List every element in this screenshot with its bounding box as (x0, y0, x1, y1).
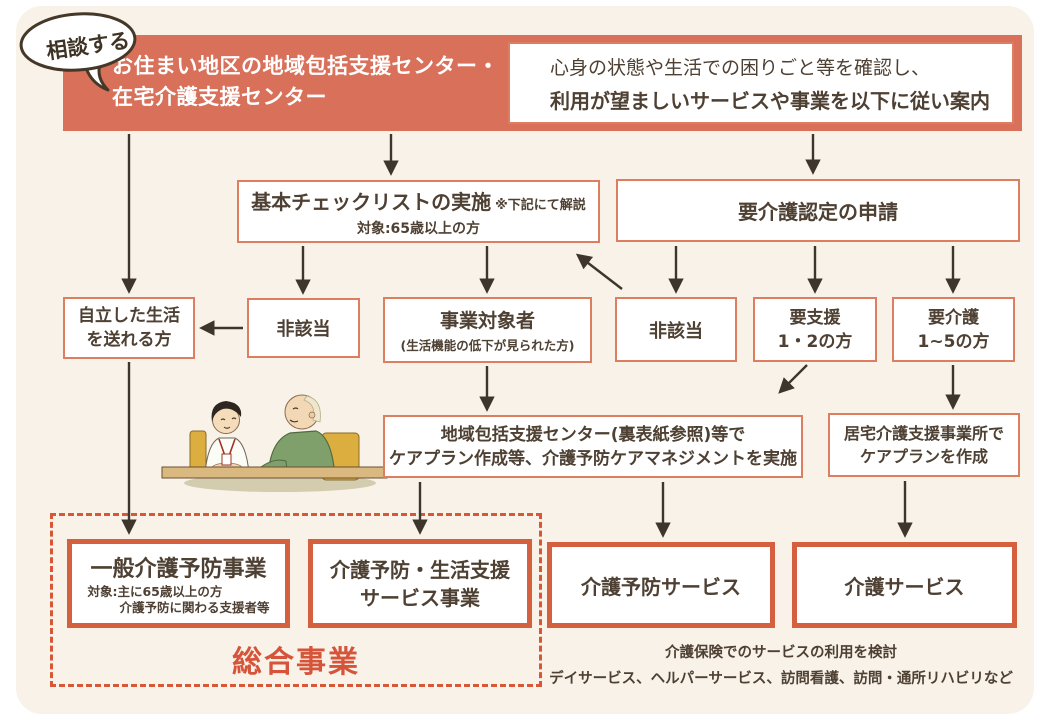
box-certification-application: 要介護認定の申請 (616, 179, 1020, 242)
box-home-care-office: 居宅介護支援事業所で ケアプランを作成 (828, 413, 1020, 477)
business-target-title: 事業対象者 (439, 310, 535, 332)
man-ear (308, 411, 316, 419)
care15-line1: 要介護 (928, 307, 979, 328)
general-prevention-sub: 対象:主に65歳以上の方 介護予防に関わる支援者等 (87, 584, 269, 616)
care-management-line1: 地域包括支援センター(裏表紙参照)等で (440, 424, 746, 445)
business-target-sub: (生活機能の低下が見られた方) (400, 338, 575, 353)
general-prevention-title: 一般介護予防事業 (90, 557, 267, 582)
box-not-applicable-left: 非該当 (247, 298, 360, 358)
box-independent-living: 自立した生活 を送れる方 (63, 297, 195, 359)
checklist-title: 基本チェックリストの実施 (251, 189, 492, 214)
header-title-line1: お住まい地区の地域包括支援センター・ (112, 54, 499, 78)
care-management-line2: ケアプラン作成等、介護予防ケアマネジメントを実施 (389, 448, 797, 469)
consult-speech-bubble: 相談する (14, 4, 164, 104)
home-care-line2: ケアプランを作成 (859, 447, 988, 466)
not-applicable-right-label: 非該当 (649, 320, 703, 342)
life-support-line1: 介護予防・生活支援 (330, 557, 510, 582)
sogo-jigyo-label: 総合事業 (232, 645, 360, 680)
box-life-support-service: 介護予防・生活支援 サービス事業 (308, 539, 532, 628)
care15-line2: 1~5の方 (917, 331, 990, 352)
box-general-prevention: 一般介護予防事業 対象:主に65歳以上の方 介護予防に関わる支援者等 (67, 539, 290, 628)
prevention-service-label: 介護予防サービス (581, 574, 741, 599)
support-line1: 要支援 (789, 307, 841, 328)
man-hair (303, 395, 321, 423)
care-service-label: 介護サービス (844, 574, 965, 599)
box-care-level-1-5: 要介護 1~5の方 (892, 297, 1015, 362)
box-business-target: 事業対象者 (生活機能の低下が見られた方) (383, 297, 592, 363)
not-applicable-left-label: 非該当 (276, 319, 331, 340)
general-prevention-sub1: 対象:主に65歳以上の方 (87, 584, 223, 599)
speech-bubble-shape (19, 12, 137, 92)
life-support-line2: サービス事業 (360, 585, 480, 610)
checklist-title-row: 基本チェックリストの実施※下記にて解説 (251, 186, 586, 215)
support-line2: 1・2の方 (777, 331, 853, 352)
header-title-line2: 在宅介護支援センター (112, 85, 327, 109)
header-title: お住まい地区の地域包括支援センター・ 在宅介護支援センター (112, 51, 499, 113)
insurance-caption-line2: デイサービス、ヘルパーサービス、訪問看護、訪問・通所リハビリなど (549, 671, 1013, 687)
header-description-box: 心身の状態や生活での困りごと等を確認し、 利用が望ましいサービスや事業を以下に従… (508, 42, 1014, 124)
woman-smile (223, 426, 231, 429)
woman-hair (211, 401, 242, 422)
box-prevention-service: 介護予防サービス (547, 542, 775, 628)
header-description-line2: 利用が望ましいサービスや事業を以下に従い案内 (550, 88, 990, 113)
checklist-note: ※下記にて解説 (495, 197, 586, 213)
general-prevention-sub2: 介護予防に関わる支援者等 (119, 600, 270, 615)
woman-lanyard (218, 438, 236, 457)
box-not-applicable-right: 非該当 (615, 297, 737, 362)
woman-eyes (220, 417, 237, 421)
insurance-caption-line1: 介護保険でのサービスの利用を検討 (665, 645, 897, 661)
sogo-jigyo-dashed-frame (50, 513, 542, 687)
box-basic-checklist: 基本チェックリストの実施※下記にて解説 対象:65歳以上の方 (237, 180, 600, 243)
box-support-level-1-2: 要支援 1・2の方 (753, 297, 877, 362)
table (161, 466, 388, 479)
man-eye (292, 407, 299, 410)
certification-label: 要介護認定の申請 (738, 200, 898, 224)
speech-bubble-tail (84, 62, 110, 92)
independent-line1: 自立した生活 (78, 306, 180, 326)
woman-id-badge (221, 453, 232, 466)
consultation-illustration (161, 394, 388, 492)
home-care-line1: 居宅介護支援事業所で (843, 424, 1004, 443)
insurance-caption: 介護保険でのサービスの利用を検討 デイサービス、ヘルパーサービス、訪問看護、訪問… (540, 641, 1022, 688)
box-care-management: 地域包括支援センター(裏表紙参照)等で ケアプラン作成等、介護予防ケアマネジメン… (383, 415, 803, 478)
box-care-service: 介護サービス (792, 542, 1017, 628)
checklist-target: 対象:65歳以上の方 (356, 220, 481, 237)
man-mouth (289, 419, 299, 423)
independent-line2: を送れる方 (86, 330, 172, 350)
speech-bubble-ellipse (19, 12, 137, 72)
header-description-line1: 心身の状態や生活での困りごと等を確認し、 (550, 56, 931, 79)
